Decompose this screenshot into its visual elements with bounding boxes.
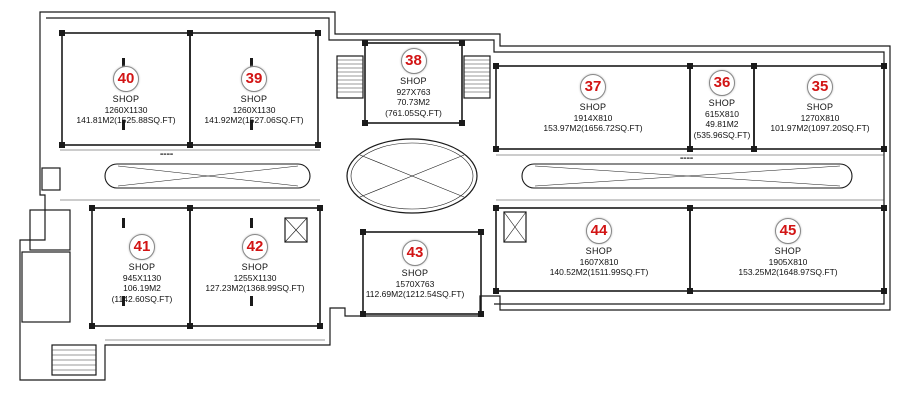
shop-area: 141.92M2(1527.06SQ.FT) (204, 115, 304, 125)
shop-label: SHOP (774, 246, 802, 256)
shop-label: SHOP (241, 262, 269, 272)
stair-right (463, 55, 491, 99)
shop-area: 106.19M2 (123, 283, 161, 293)
shop-size: 1255X1130 (233, 272, 277, 283)
shop-size: 927X763 (396, 86, 431, 97)
shop-size: 1905X810 (768, 256, 808, 267)
room-38 (364, 42, 463, 124)
shop-label: SHOP (708, 98, 736, 108)
shop-39: 39 SHOP 1260X1130 141.92M2(1527.06SQ.FT) (200, 66, 308, 126)
shop-size: 1570X763 (395, 278, 435, 289)
atrium (346, 138, 478, 214)
shop-area: 153.97M2(1656.72SQ.FT) (543, 123, 643, 133)
lift-1 (284, 217, 308, 243)
toilet-block (29, 209, 71, 251)
shop-42: 42 SHOP 1255X1130 127.23M2(1368.99SQ.FT) (194, 234, 316, 294)
shop-41: 41 SHOP 945X1130 106.19M2 (1142.60SQ.FT) (96, 234, 188, 304)
shop-number-badge: 38 (400, 48, 427, 74)
shop-number-badge: 35 (807, 74, 833, 100)
shop-size: 1914X810 (573, 112, 613, 123)
room-45 (689, 207, 885, 292)
shop-area: 141.81M2(1525.88SQ.FT) (76, 115, 176, 125)
shop-size: 945X1130 (122, 272, 162, 283)
shop-area: 140.52M2(1511.99SQ.FT) (549, 267, 649, 277)
shop-number-badge: 45 (775, 218, 801, 244)
shop-number-badge: 37 (580, 74, 606, 100)
columns (59, 30, 887, 329)
shop-size: 1260X1130 (104, 104, 148, 115)
shop-label: SHOP (112, 94, 140, 104)
room-35 (753, 65, 885, 150)
shop-label: SHOP (579, 102, 607, 112)
room-43 (362, 231, 482, 315)
shop-area: 127.23M2(1368.99SQ.FT) (205, 283, 305, 293)
lift-2 (503, 211, 527, 243)
shop-44: 44 SHOP 1607X810 140.52M2(1511.99SQ.FT) (534, 218, 664, 278)
annotation-corridor: ▬▬▬▬ (160, 152, 174, 156)
shop-area-sqft: (761.05SQ.FT) (385, 107, 442, 118)
shop-area: 153.25M2(1648.97SQ.FT) (738, 267, 838, 277)
shop-size: 1270X810 (800, 112, 840, 123)
wall-ticks (60, 149, 884, 341)
shop-43: 43 SHOP 1570X763 112.69M2(1212.54SQ.FT) (348, 240, 482, 300)
shop-45: 45 SHOP 1905X810 153.25M2(1648.97SQ.FT) (720, 218, 856, 278)
shop-area: 70.73M2 (396, 97, 431, 107)
shop-size: 615X810 (704, 108, 740, 119)
room-39 (189, 32, 319, 146)
shop-number-badge: 41 (129, 234, 155, 260)
shop-37: 37 SHOP 1914X810 153.97M2(1656.72SQ.FT) (530, 74, 656, 134)
void-west (104, 163, 311, 189)
outer-wall (19, 11, 891, 381)
shop-label: SHOP (400, 76, 427, 86)
lift-west (41, 167, 61, 191)
void-east (521, 163, 853, 189)
shop-40: 40 SHOP 1260X1130 141.81M2(1525.88SQ.FT) (72, 66, 180, 126)
shop-35: 35 SHOP 1270X810 101.97M2(1097.20SQ.FT) (762, 74, 878, 134)
shop-area-sqft: (535.96SQ.FT) (693, 129, 751, 140)
shop-area-sqft: (1142.60SQ.FT) (111, 293, 173, 304)
shop-label: SHOP (240, 94, 268, 104)
toilet-block-2 (21, 251, 71, 323)
shop-number-badge: 43 (402, 240, 428, 266)
annotation-corridor-2: ▬▬▬▬ (680, 156, 694, 160)
shop-38: 38 SHOP 927X763 70.73M2 (761.05SQ.FT) (365, 48, 462, 118)
shop-size: 1607X810 (579, 256, 619, 267)
shop-area: 112.69M2(1212.54SQ.FT) (365, 289, 465, 299)
shop-area: 101.97M2(1097.20SQ.FT) (770, 123, 870, 133)
shop-36: 36 SHOP 615X810 49.81M2 (535.96SQ.FT) (690, 70, 754, 140)
shop-label: SHOP (401, 268, 429, 278)
shop-label: SHOP (585, 246, 613, 256)
shop-number-badge: 36 (709, 70, 735, 96)
stair-treads (52, 59, 490, 371)
shop-size: 1260X1130 (232, 104, 276, 115)
shop-number-badge: 39 (241, 66, 267, 92)
shop-label: SHOP (128, 262, 156, 272)
room-42 (189, 207, 321, 327)
shop-number-badge: 40 (113, 66, 139, 92)
stair-left (336, 55, 364, 99)
shop-number-badge: 44 (586, 218, 612, 244)
shop-area: 49.81M2 (705, 119, 739, 129)
shop-number-badge: 42 (242, 234, 268, 260)
shop-label: SHOP (806, 102, 834, 112)
